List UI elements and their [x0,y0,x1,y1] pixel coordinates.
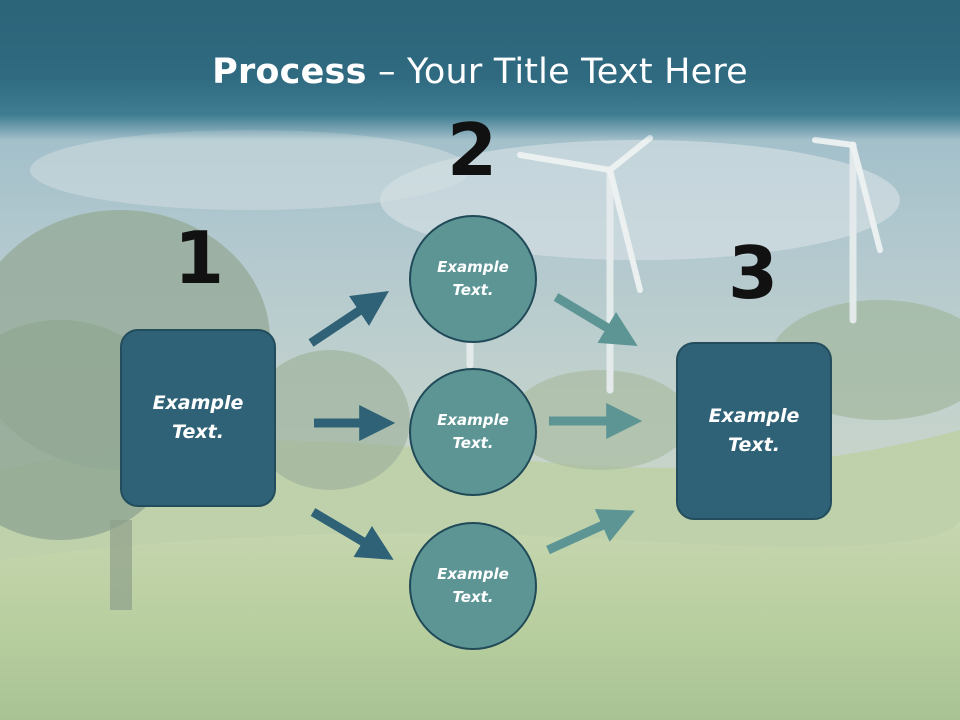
title-bold: Process [212,52,367,92]
step-1-box-text: Example Text. [152,392,244,443]
title-rest: – Your Title Text Here [366,52,748,92]
arrow-from-top-circle [553,293,638,346]
arrow-to-bottom-circle [310,508,394,560]
circle-top-text: Example Text. [437,258,509,299]
circle-middle-text: Example Text. [437,411,509,452]
step-2-circle-bottom[interactable]: Example Text. [409,522,537,650]
step-number-3: 3 [727,231,779,315]
step-2-circle-top[interactable]: Example Text. [409,215,537,343]
step-1-box[interactable]: Example Text. [120,329,276,507]
step-3-box[interactable]: Example Text. [676,342,832,520]
slide-title: Process – Your Title Text Here [0,52,960,92]
arrow-to-top-circle [308,291,389,347]
step-number-1: 1 [173,216,225,300]
circle-bottom-text: Example Text. [437,565,509,606]
step-number-2: 2 [446,108,498,192]
title-band [0,0,960,140]
step-3-box-text: Example Text. [708,405,800,456]
arrow-from-bottom-circle [546,509,635,555]
step-2-circle-middle[interactable]: Example Text. [409,368,537,496]
